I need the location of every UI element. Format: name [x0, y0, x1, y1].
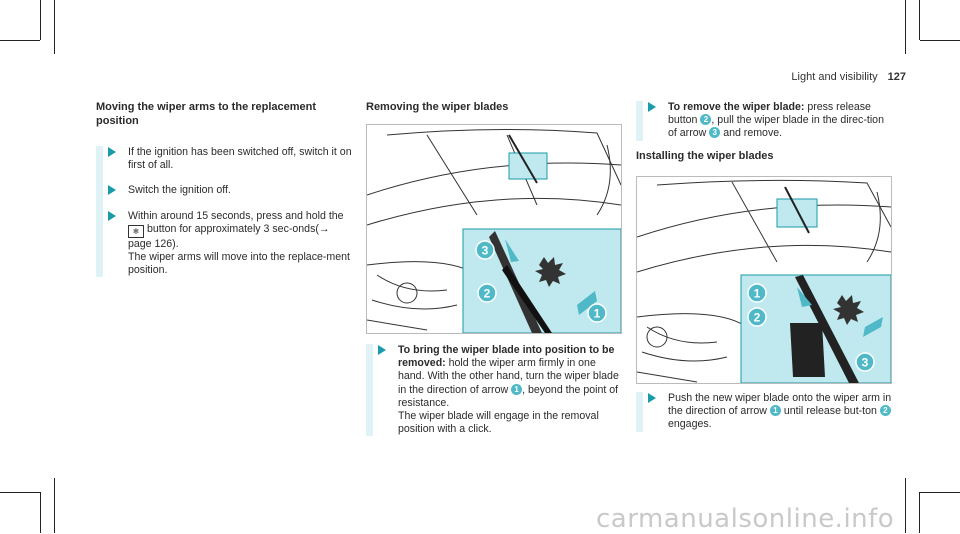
instruction-block: To remove the wiper blade: press release… — [636, 101, 892, 141]
callout-1 — [747, 283, 767, 303]
running-header: Light and visibility 127 — [791, 71, 906, 83]
crop-mark — [920, 492, 960, 493]
step-bar — [636, 101, 643, 141]
callout-3 — [855, 352, 875, 372]
section-title: Light and visibility — [791, 71, 878, 83]
crop-mark — [0, 492, 40, 493]
step-item: Switch the ignition off. — [108, 184, 354, 197]
step-bar — [366, 344, 373, 437]
click-sound-icon — [833, 295, 864, 325]
crop-mark — [919, 492, 920, 533]
page-number: 127 — [887, 71, 906, 83]
step-text: and remove. — [723, 127, 783, 140]
step-result: The wiper blade will engage in the remov… — [398, 410, 599, 436]
step-bar — [636, 392, 643, 432]
step-bar — [96, 146, 103, 278]
step-arrow-icon — [648, 102, 656, 112]
column-2: Removing the wiper blades — [366, 101, 620, 115]
step-lead: To bring the wiper blade into position t… — [398, 344, 615, 370]
column-2-text: To bring the wiper blade into position t… — [366, 344, 620, 438]
instruction-block: Push the new wiper blade onto the wiper … — [636, 392, 892, 432]
crop-mark — [919, 0, 920, 40]
step-text: , pull the wiper blade in the direc-tion… — [668, 114, 884, 140]
callout-1-label: 1 — [754, 287, 761, 301]
zoom-area — [776, 198, 818, 228]
step-text: Switch the ignition off. — [128, 184, 231, 197]
car-illustration: 1 2 3 — [637, 179, 891, 383]
step-item: Push the new wiper blade onto the wiper … — [648, 392, 892, 432]
crop-mark — [905, 0, 906, 54]
step-item: To bring the wiper blade into position t… — [378, 344, 620, 436]
callout-1-label: 1 — [594, 307, 601, 321]
callout-3 — [475, 240, 495, 260]
callout-2-label: 2 — [484, 287, 491, 301]
section-heading: Moving the wiper arms to the replacement… — [96, 101, 317, 127]
callout-2 — [477, 283, 497, 303]
step-item: To remove the wiper blade: press release… — [648, 101, 892, 141]
callout-1 — [587, 303, 607, 323]
removing-wiper-illustration: 3 2 1 — [366, 124, 622, 334]
column-3-text: Push the new wiper blade onto the wiper … — [636, 392, 892, 434]
step-item: Within around 15 seconds, press and hold… — [108, 210, 354, 278]
callout-3-inline: 3 — [709, 127, 721, 139]
crop-mark — [40, 492, 41, 533]
step-text: Within around 15 seconds, press and hold… — [128, 209, 344, 222]
crop-mark — [920, 40, 960, 41]
car-illustration: 3 2 1 — [367, 128, 621, 333]
watermark: carmanualsonline.info — [596, 504, 895, 534]
step-text: until release but-ton — [783, 405, 877, 418]
installing-wiper-illustration: 1 2 3 — [636, 176, 892, 384]
step-arrow-icon — [378, 345, 386, 355]
section-heading: Removing the wiper blades — [366, 101, 509, 113]
column-3: To remove the wiper blade: press release… — [636, 101, 892, 163]
callout-2-label: 2 — [754, 311, 761, 325]
step-text: hold the wiper arm firmly in one hand. W… — [398, 357, 619, 396]
wiper-button-icon: ❄ — [128, 224, 144, 238]
section-heading: Installing the wiper blades — [636, 149, 774, 162]
callout-2-inline: 2 — [879, 405, 891, 417]
step-text: button for approximately 3 sec-onds(→ pa… — [128, 222, 330, 250]
callout-3-label: 3 — [862, 356, 869, 370]
step-arrow-icon — [108, 147, 116, 157]
instruction-block: If the ignition has been switched off, s… — [96, 146, 354, 278]
instruction-block: To bring the wiper blade into position t… — [366, 344, 620, 437]
step-arrow-icon — [108, 210, 116, 221]
callout-2-inline: 2 — [700, 114, 712, 126]
step-arrow-icon — [648, 393, 656, 403]
step-arrow-icon — [108, 185, 116, 196]
step-result: The wiper arms will move into the replac… — [128, 251, 350, 277]
step-text: If the ignition has been switched off, s… — [128, 146, 352, 172]
click-sound-icon — [535, 257, 566, 287]
crop-mark — [54, 0, 55, 54]
step-item: If the ignition has been switched off, s… — [108, 146, 354, 172]
crop-mark — [905, 478, 906, 533]
callout-3-label: 3 — [482, 244, 489, 258]
step-text: , beyond the point of resistance. — [398, 383, 619, 409]
callout-1-inline: 1 — [511, 383, 523, 395]
callout-1-inline: 1 — [769, 405, 781, 417]
step-lead: To remove the wiper blade: — [668, 101, 805, 113]
step-text: Push the new wiper blade onto the wiper … — [668, 392, 892, 418]
step-text: press release button — [668, 101, 871, 127]
crop-mark — [0, 40, 40, 41]
step-text: engages. — [668, 418, 712, 431]
callout-2 — [747, 307, 767, 327]
wiper-adapter — [790, 323, 825, 377]
column-1: Moving the wiper arms to the replacement… — [96, 101, 354, 281]
crop-mark — [54, 478, 55, 533]
crop-mark — [40, 0, 41, 40]
